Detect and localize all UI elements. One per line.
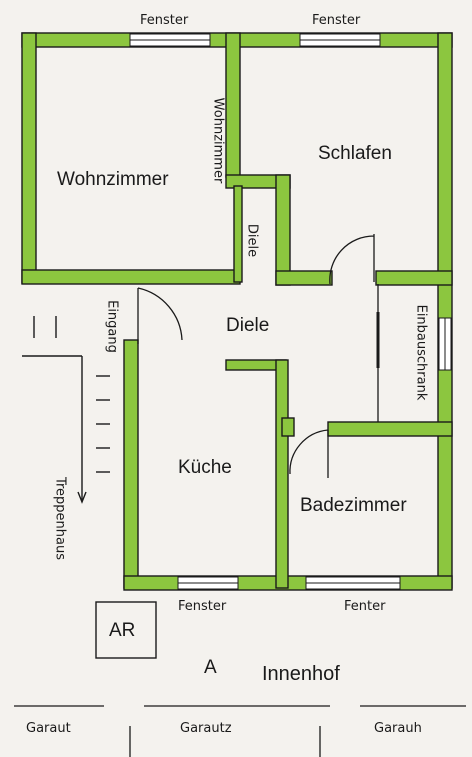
doors [137,234,375,478]
label-fenster-top-right: Fenster [312,13,361,28]
walls [21,32,453,591]
wall-kueche-bad [275,359,289,589]
label-fenster-top-left: Fenster [140,13,189,28]
door-bad [289,429,329,478]
wall-divider-nub [281,417,295,437]
label-fenster-bottom-right: Fenter [344,599,386,614]
label-garage-3: Garauh [374,721,422,736]
wall-middle-lower [233,185,243,283]
label-diele-vertical: Diele [244,223,260,258]
ar-box [95,601,157,659]
wall-kueche-left [123,339,139,589]
door-eingang [137,287,183,344]
label-wohnzimmer-vertical: Wohnzimmer [210,97,226,184]
door-schlafen [329,234,375,285]
windows [129,33,452,590]
wall-schlafen-bottom [275,270,333,286]
wall-wohnzimmer-bottom [21,269,241,285]
label-fenster-bottom-left: Fenster [178,599,227,614]
label-einbauschrank: Einbauschrank [413,304,429,401]
label-garage-1: Garaut [26,721,71,736]
label-treppenhaus: Treppenhaus [52,476,68,561]
room-badezimmer: Badezimmer [300,495,407,516]
wall-bad-top [327,421,453,437]
label-a: A [204,657,217,678]
label-eingang: Eingang [104,300,120,353]
label-garage-2: Garautz [180,721,232,736]
room-schlafen: Schlafen [318,143,392,164]
label-ar: AR [109,620,136,641]
wall-schlafen-bottom-right [375,270,453,286]
label-innenhof: Innenhof [262,663,340,685]
room-wohnzimmer: Wohnzimmer [57,169,169,190]
wall-middle-upper [225,32,241,178]
stairs-arrow [77,491,87,504]
wall-right-outer [437,32,453,589]
room-diele: Diele [226,315,270,336]
wall-schlafen-left [275,174,291,286]
garage-lines [14,705,466,757]
room-kueche: Küche [178,457,232,478]
wall-left-upper [21,32,37,284]
staircase [22,316,110,504]
